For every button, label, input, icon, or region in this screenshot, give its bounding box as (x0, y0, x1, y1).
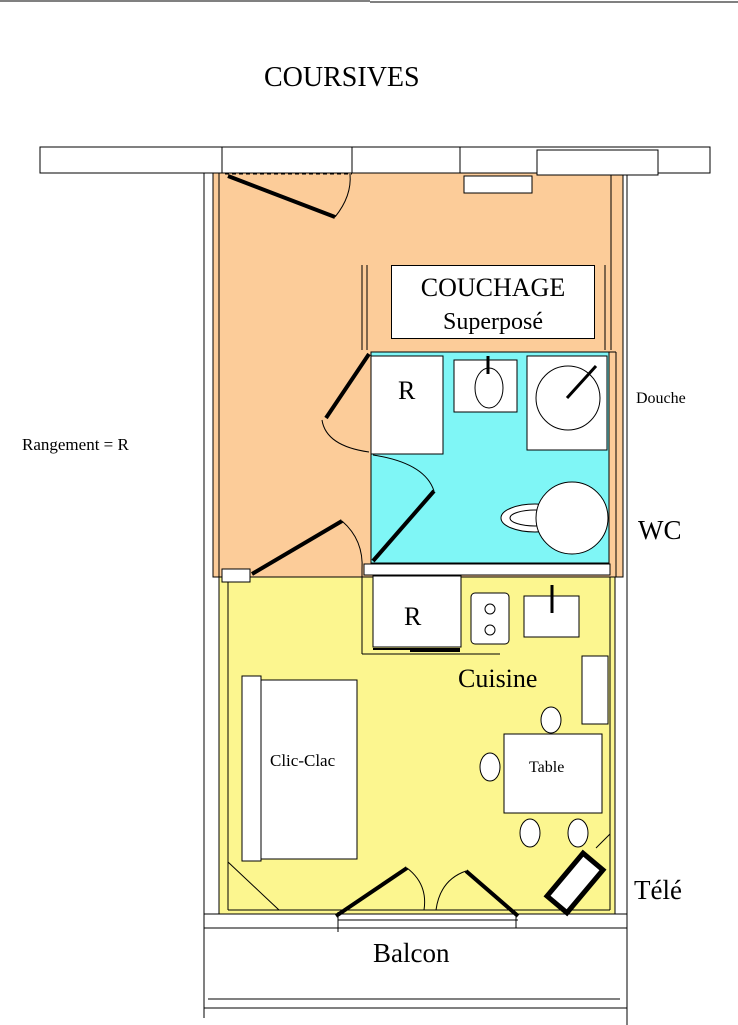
hob-burner-2 (484, 624, 496, 636)
kitchen-shelf (581, 655, 609, 725)
window-segment-1 (39, 146, 223, 174)
chair-left (479, 752, 501, 782)
kitchen-counter-top (363, 563, 611, 576)
storage-legend: Rangement = R (22, 435, 129, 454)
storage-marker-kitchen: R (404, 602, 422, 631)
shower-label: Douche (636, 390, 686, 407)
chair-bottom-left (519, 818, 541, 848)
tv-label: Télé (634, 875, 682, 905)
corner-line-right (595, 833, 611, 849)
toilet-label: WC (638, 515, 682, 545)
kitchen-hob (470, 592, 510, 645)
bunk-door-swing (321, 419, 370, 453)
bunk-door (324, 352, 371, 420)
dining-table (503, 733, 603, 814)
bunk-bed-box: COUCHAGE Superposé (391, 265, 595, 339)
small-vent (463, 175, 533, 194)
door-stop (221, 568, 251, 583)
main-room-door (250, 519, 344, 576)
toilet-tank (535, 481, 609, 555)
balcony-door-right (464, 869, 520, 918)
bathroom-door-swing (372, 454, 435, 492)
entrance-door (227, 174, 336, 219)
entrance-door-swing (334, 173, 351, 218)
balcony-door-right-swing (435, 870, 467, 911)
sofa-bed-label: Clic-Clac (270, 751, 336, 770)
corner-line-left (227, 861, 280, 911)
corridor-title: COURSIVES (264, 62, 420, 93)
window-segment-2 (351, 146, 461, 174)
storage-cabinet-kitchen (372, 575, 462, 648)
sofa-bed-back (241, 675, 262, 862)
chair-bottom-right (567, 818, 589, 848)
chair-top (540, 706, 562, 734)
storage-cabinet-upper (370, 355, 444, 455)
balcony-door-left-swing (406, 867, 426, 911)
sofa-bed (259, 679, 358, 860)
bunk-bed-sublabel: Superposé (443, 309, 543, 335)
balcony-label: Balcon (373, 938, 450, 968)
balcony-door-left (334, 866, 409, 918)
bunk-bed-label: COUCHAGE (420, 273, 566, 302)
tv-set (543, 849, 607, 917)
storage-marker-upper: R (398, 376, 416, 405)
bathroom-door (371, 489, 436, 563)
table-label: Table (529, 759, 565, 776)
main-room-door-swing (341, 520, 363, 571)
window-segment-3 (536, 149, 659, 176)
kitchen-label: Cuisine (458, 664, 538, 693)
hob-burner-1 (484, 603, 496, 615)
shower-head (565, 364, 598, 400)
